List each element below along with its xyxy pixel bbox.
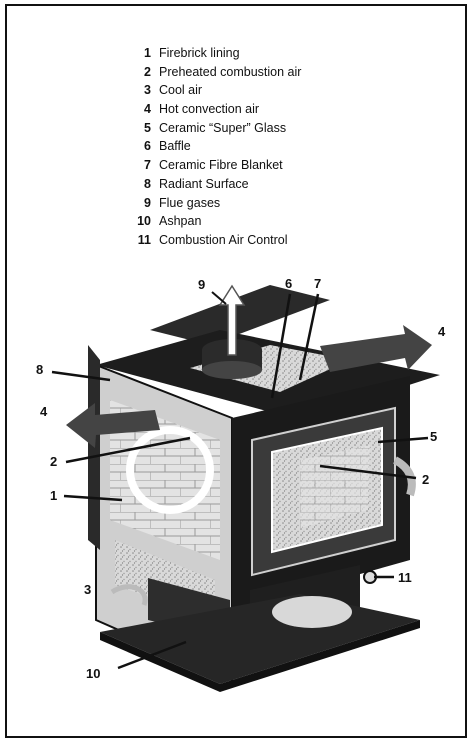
callout-10: 10: [86, 666, 100, 681]
leader-line-10: [117, 640, 187, 670]
legend-number: 3: [144, 83, 151, 98]
legend-item: 1 Firebrick lining: [125, 44, 301, 63]
leader-line-2-right: [319, 464, 417, 480]
door-handle: [392, 456, 416, 497]
legend-label: Radiant Surface: [159, 176, 249, 191]
hot-air-arrow-right: [320, 325, 432, 372]
legend-number: 4: [144, 102, 151, 117]
legend-item: 2 Preheated combustion air: [125, 63, 301, 82]
legend-item: 4 Hot convection air: [125, 100, 301, 119]
legend-item: 10 Ashpan: [125, 212, 301, 231]
legend-number: 6: [144, 139, 151, 154]
legend-number: 11: [137, 232, 151, 247]
leader-line-6: [270, 293, 292, 399]
bottom-air-opening: [272, 596, 352, 628]
legend-label: Baffle: [159, 139, 191, 154]
legend-number: 7: [144, 158, 151, 173]
legend-number: 8: [144, 176, 151, 191]
callout-9: 9: [198, 277, 205, 292]
legend-label: Preheated combustion air: [159, 64, 302, 79]
legend-number: 5: [144, 120, 151, 135]
legend-item: 7 Ceramic Fibre Blanket: [125, 156, 301, 175]
legend-label: Combustion Air Control: [159, 232, 288, 247]
legend-number: 10: [137, 214, 151, 229]
callout-1: 1: [50, 488, 57, 503]
back-plate: [150, 285, 330, 345]
callout-7: 7: [314, 276, 321, 291]
legend-label: Firebrick lining: [159, 46, 240, 60]
legend-label: Cool air: [159, 83, 203, 98]
leader-line-9: [211, 291, 227, 305]
rear-panel: [88, 345, 100, 550]
legend-label: Ceramic “Super” Glass: [159, 120, 287, 135]
leader-line-5: [377, 436, 429, 444]
callout-2-right: 2: [422, 472, 429, 487]
legend-item: 9 Flue gases: [125, 194, 301, 213]
legend-label: Flue gases: [159, 195, 221, 210]
legend-number: 2: [144, 64, 151, 79]
legend: 1 Firebrick lining 2 Preheated combustion …: [125, 44, 301, 250]
callout-4-right: 4: [438, 324, 446, 339]
callout-5: 5: [430, 429, 437, 444]
legend-number: 1: [144, 46, 151, 60]
hot-air-arrow-left: [66, 403, 160, 448]
cool-air-swirl: [110, 584, 148, 606]
leader-line-2-left: [65, 436, 191, 464]
leader-line-1: [63, 494, 123, 502]
legend-label: Hot convection air: [159, 102, 260, 117]
callout-11: 11: [398, 570, 412, 585]
legend-item: 3 Cool air: [125, 81, 301, 100]
callout-8: 8: [36, 362, 43, 377]
legend-item: 5 Ceramic “Super” Glass: [125, 119, 301, 138]
leader-line-8: [51, 370, 111, 382]
legend-item: 11 Combustion Air Control: [125, 231, 301, 250]
legend-number: 9: [144, 195, 151, 210]
legend-label: Ashpan: [159, 214, 202, 229]
callout-3: 3: [84, 582, 91, 597]
callout-6: 6: [285, 276, 292, 291]
leader-line-7: [298, 293, 320, 381]
callout-2-left: 2: [50, 454, 57, 469]
fire-swirl: [126, 426, 214, 514]
callout-4-left: 4: [40, 404, 48, 419]
legend-label: Ceramic Fibre Blanket: [159, 158, 283, 173]
legend-item: 6 Baffle: [125, 137, 301, 156]
legend-item: 8 Radiant Surface: [125, 175, 301, 194]
